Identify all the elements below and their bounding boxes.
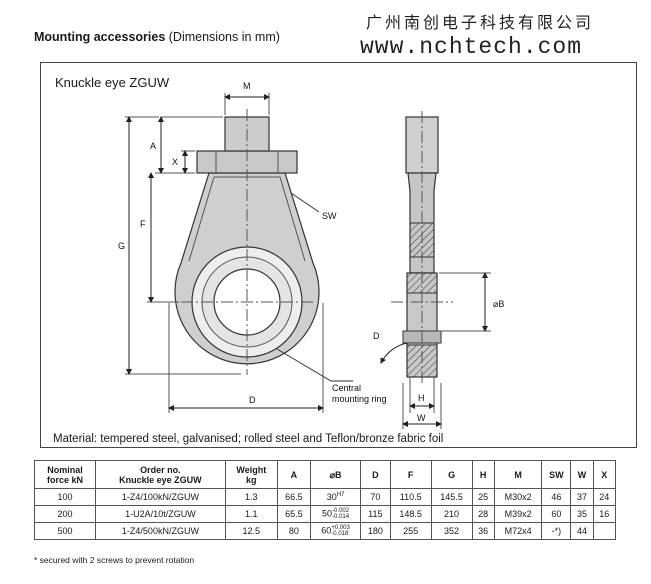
- label-h: H: [418, 393, 425, 403]
- th-sw: SW: [541, 460, 572, 489]
- cell-d: 180: [359, 522, 391, 540]
- section-heading: Mounting accessories (Dimensions in mm): [34, 30, 280, 44]
- th-b: ⌀B: [310, 460, 361, 489]
- label-b: ⌀B: [493, 299, 504, 309]
- side-view: [380, 111, 491, 429]
- cell-f: 110.5: [389, 488, 432, 506]
- cell-w: 44: [570, 522, 594, 540]
- label-w: W: [417, 413, 426, 423]
- technical-drawing: M A X F G SW D Central mounting ring: [118, 81, 504, 429]
- cell-x: 24: [592, 488, 617, 506]
- label-g: G: [118, 241, 125, 251]
- cell-a: 66.5: [276, 488, 312, 506]
- footnote: * secured with 2 screws to prevent rotat…: [34, 555, 195, 565]
- cell-a: 80: [276, 522, 312, 540]
- label-a: A: [150, 141, 156, 151]
- cell-a: 65.5: [276, 505, 312, 523]
- label-central-2: mounting ring: [332, 394, 387, 404]
- side-shank: [405, 116, 439, 174]
- th-h: H: [471, 460, 495, 489]
- cell-h: 25: [471, 488, 495, 506]
- cell-order: 1-U2A/10t/ZGUW: [94, 505, 226, 523]
- cell-b: 50-0.002-0.014: [310, 505, 361, 523]
- heading-rest: (Dimensions in mm): [165, 30, 280, 44]
- cell-w: 37: [570, 488, 594, 506]
- cell-x: [592, 522, 617, 540]
- th-m: M: [493, 460, 543, 489]
- table-row: 100 1-Z4/100kN/ZGUW 1.3 66.5 30H7 70 110…: [34, 488, 617, 506]
- th-f: F: [389, 460, 432, 489]
- label-f: F: [140, 219, 146, 229]
- cell-w: 35: [570, 505, 594, 523]
- url-watermark: www.nchtech.com: [360, 34, 583, 60]
- cell-weight: 1.3: [224, 488, 278, 506]
- label-d-side: D: [373, 331, 380, 341]
- material-note: Material: tempered steel, galvanised; ro…: [53, 433, 444, 445]
- heading-bold: Mounting accessories: [34, 30, 166, 44]
- drawing-panel: Knuckle eye ZGUW: [40, 62, 637, 448]
- company-watermark: 广州南创电子科技有限公司: [366, 13, 595, 32]
- cell-sw: 60: [541, 505, 572, 523]
- th-order-no: Order no.Knuckle eye ZGUW: [94, 460, 226, 489]
- cell-weight: 1.1: [224, 505, 278, 523]
- th-w: W: [570, 460, 594, 489]
- th-a: A: [276, 460, 312, 489]
- cell-m: M30x2: [493, 488, 543, 506]
- label-m: M: [243, 81, 251, 91]
- label-central-1: Central: [332, 383, 361, 393]
- cell-g: 352: [430, 522, 473, 540]
- front-view: [125, 93, 353, 413]
- cell-g: 145.5: [430, 488, 473, 506]
- cell-force: 500: [34, 522, 96, 540]
- cell-order: 1-Z4/500kN/ZGUW: [94, 522, 226, 540]
- cell-g: 210: [430, 505, 473, 523]
- cell-d: 70: [359, 488, 391, 506]
- label-sw: SW: [322, 211, 337, 221]
- th-g: G: [430, 460, 473, 489]
- cell-order: 1-Z4/100kN/ZGUW: [94, 488, 226, 506]
- label-x: X: [172, 157, 178, 167]
- cell-sw: 46: [541, 488, 572, 506]
- th-d: D: [359, 460, 391, 489]
- table-row: 500 1-Z4/500kN/ZGUW 12.5 80 60+0.003-0.0…: [34, 522, 617, 540]
- cell-sw: -*): [541, 522, 572, 540]
- cell-x: 16: [592, 505, 617, 523]
- cell-h: 36: [471, 522, 495, 540]
- cell-force: 100: [34, 488, 96, 506]
- cell-weight: 12.5: [224, 522, 278, 540]
- cell-b: 60+0.003-0.018: [310, 522, 361, 540]
- cell-m: M72x4: [493, 522, 543, 540]
- cell-b: 30H7: [310, 488, 361, 506]
- cell-force: 200: [34, 505, 96, 523]
- cell-f: 255: [389, 522, 432, 540]
- table-row: 200 1-U2A/10t/ZGUW 1.1 65.5 50-0.002-0.0…: [34, 505, 617, 523]
- th-x: X: [592, 460, 617, 489]
- cell-d: 115: [359, 505, 391, 523]
- label-d-front: D: [249, 395, 256, 405]
- cell-m: M39x2: [493, 505, 543, 523]
- cell-f: 148.5: [389, 505, 432, 523]
- cell-h: 28: [471, 505, 495, 523]
- panel-title: Knuckle eye ZGUW: [55, 75, 170, 90]
